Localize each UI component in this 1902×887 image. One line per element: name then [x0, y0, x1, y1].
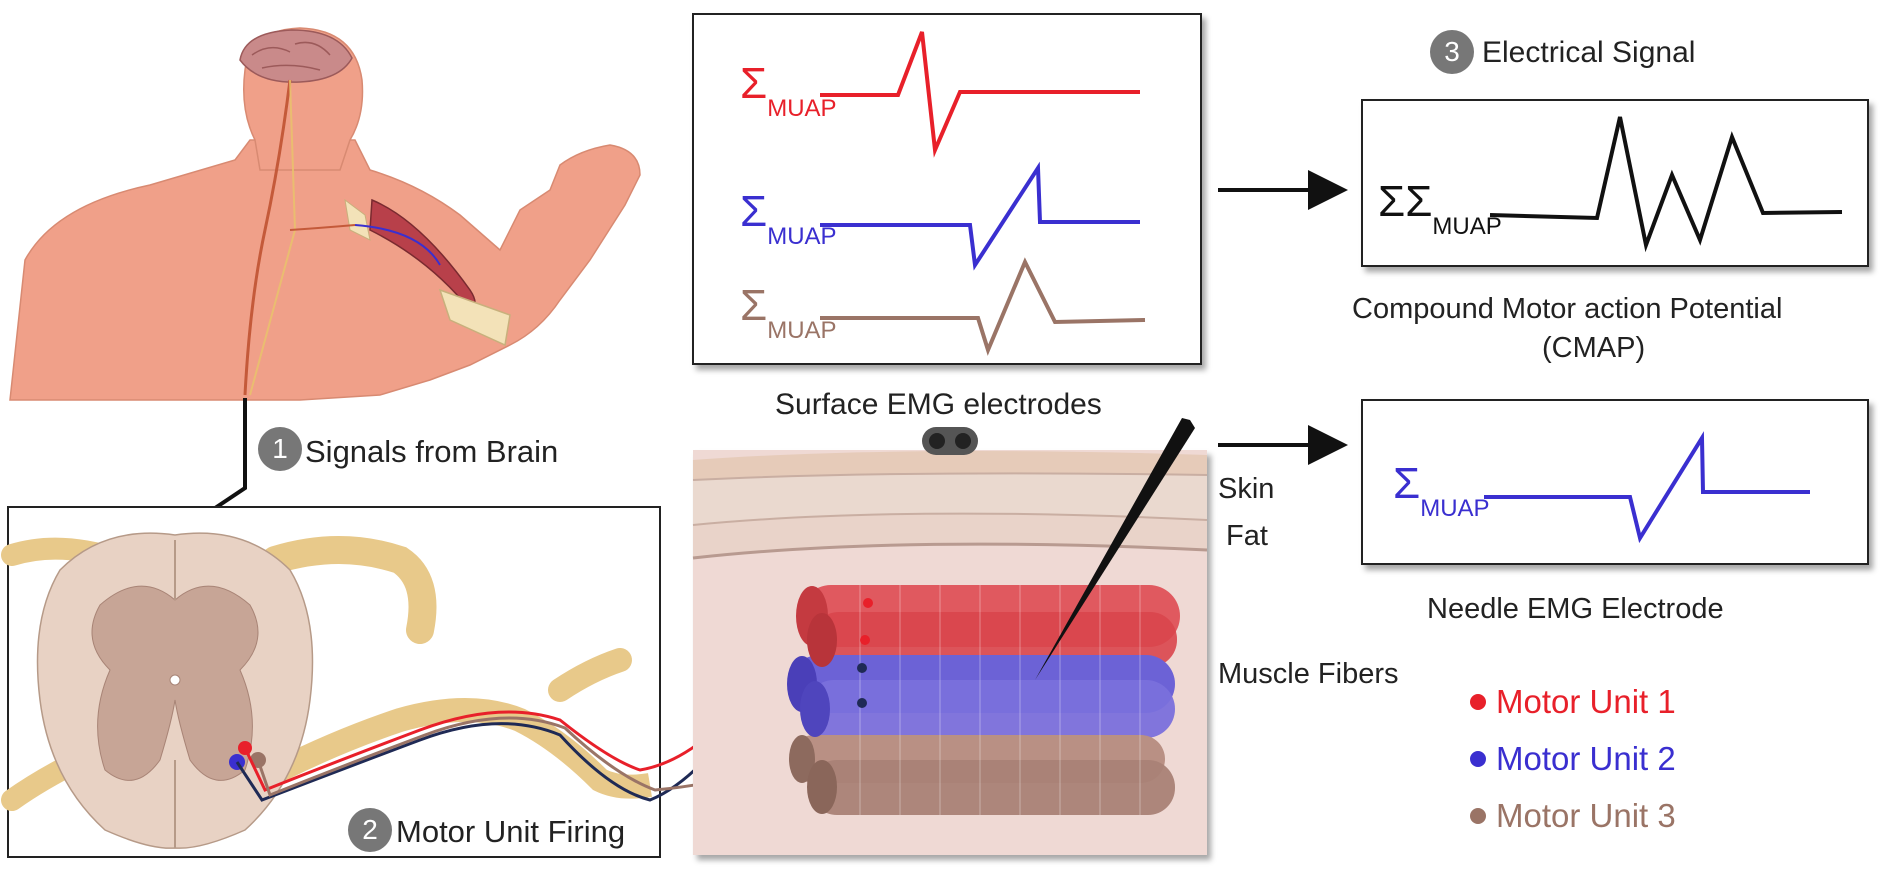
legend-item-motor-unit-2: Motor Unit 2 — [1470, 740, 1676, 778]
step-2-marker: 2 — [348, 808, 392, 852]
tissue-layers — [692, 451, 1208, 560]
surface-emg-panel — [692, 13, 1202, 365]
muap-label-2: ΣMUAP — [740, 187, 837, 250]
legend-dot-icon — [1470, 751, 1486, 767]
muap-trace-1 — [820, 31, 1140, 158]
muscle-fibers — [787, 585, 1180, 815]
muap-trace-3 — [820, 257, 1146, 356]
cmap-label-line2: (CMAP) — [1542, 332, 1646, 364]
needle-emg-panel — [1361, 399, 1869, 565]
step-2-label: Motor Unit Firing — [396, 814, 626, 849]
needle-muap-trace — [1484, 431, 1810, 544]
human-figure-illustration — [9, 27, 641, 401]
step-3-marker: 3 — [1430, 30, 1474, 74]
surface-electrode — [922, 427, 978, 455]
legend-item-motor-unit-1: Motor Unit 1 — [1470, 683, 1676, 721]
step-1-label: Signals from Brain — [305, 434, 559, 469]
cmap-panel — [1361, 99, 1869, 267]
cmap-label-line1: Compound Motor action Potential — [1352, 293, 1783, 325]
legend-label: Motor Unit 1 — [1496, 683, 1676, 720]
step-1-marker: 1 — [258, 427, 302, 471]
fat-label: Fat — [1226, 520, 1268, 552]
legend-dot-icon — [1470, 808, 1486, 824]
legend-item-motor-unit-3: Motor Unit 3 — [1470, 797, 1676, 835]
step-3-label: Electrical Signal — [1482, 36, 1696, 69]
needle-electrode — [1035, 418, 1195, 680]
legend-label: Motor Unit 2 — [1496, 740, 1676, 777]
cmap-muap-label: ΣΣMUAP — [1378, 177, 1502, 240]
legend-label: Motor Unit 3 — [1496, 797, 1676, 834]
needle-emg-label: Needle EMG Electrode — [1427, 593, 1724, 625]
cmap-trace — [1489, 116, 1843, 253]
spinal-cord-panel — [1, 506, 866, 858]
muap-label-1: ΣMUAP — [740, 59, 837, 122]
muap-trace-2 — [820, 161, 1140, 271]
legend-dot-icon — [1470, 694, 1486, 710]
surface-emg-label: Surface EMG electrodes — [775, 388, 1102, 421]
needle-muap-label: ΣMUAP — [1393, 459, 1490, 522]
skin-label: Skin — [1218, 473, 1275, 505]
muscle-fibers-label: Muscle Fibers — [1218, 658, 1399, 690]
muap-label-3: ΣMUAP — [740, 281, 837, 344]
